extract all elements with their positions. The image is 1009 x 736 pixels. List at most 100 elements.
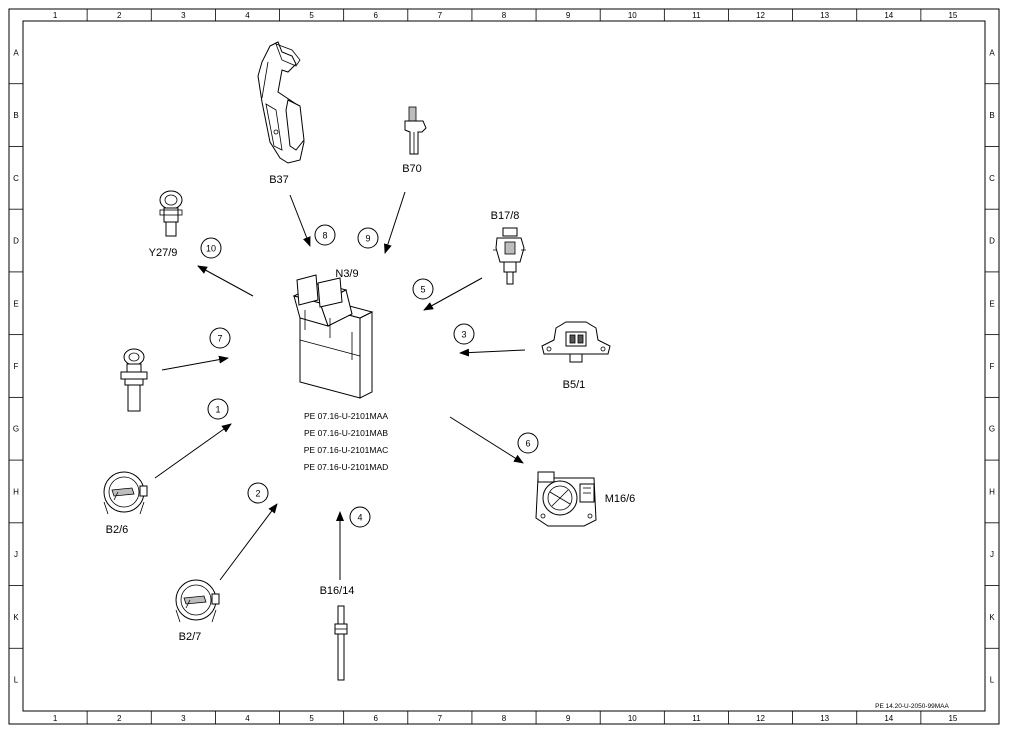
row-label-left: K xyxy=(13,613,19,622)
b5-1-label: B5/1 xyxy=(563,379,586,391)
component-b2-6: B2/6 xyxy=(103,471,148,536)
connection-arrows xyxy=(154,191,526,581)
component-m16-6: M16/6 xyxy=(535,471,636,527)
row-label-right: H xyxy=(989,487,995,496)
row-label-right: K xyxy=(989,613,995,622)
control-unit-n3-9: N3/9 PE 07.16-U-2101MAA PE 07.16-U-2101M… xyxy=(292,268,389,472)
arrow-b37 xyxy=(289,194,311,247)
row-label-right: D xyxy=(989,237,995,246)
column-label-top: 8 xyxy=(502,11,507,20)
row-label-left: F xyxy=(14,362,19,371)
row-label-left: H xyxy=(13,487,19,496)
column-label-top: 11 xyxy=(692,11,701,20)
drawing-reference: PE 14.20-U-2050-99MAA xyxy=(875,703,949,710)
drawing-frame: 1122334455667788991010111112121313141415… xyxy=(8,8,1000,725)
component-y27-9: Y27/9 xyxy=(149,190,183,259)
column-label-top: 13 xyxy=(820,11,829,20)
column-label-bottom: 7 xyxy=(438,714,443,723)
row-label-right: F xyxy=(990,362,995,371)
b16-14-label: B16/14 xyxy=(320,585,355,597)
document-ref-2: PE 07.16-U-2101MAB xyxy=(304,428,388,438)
column-label-top: 6 xyxy=(374,11,379,20)
row-label-left: J xyxy=(14,550,18,559)
m16-6-label: M16/6 xyxy=(605,493,636,505)
callout-5-number: 5 xyxy=(420,285,425,295)
column-label-bottom: 13 xyxy=(820,714,829,723)
component-b2-7: B2/7 xyxy=(175,579,220,643)
column-label-bottom: 6 xyxy=(374,714,379,723)
b17-8-label: B17/8 xyxy=(491,210,520,222)
callout-4: 4 xyxy=(349,506,371,528)
column-label-top: 5 xyxy=(309,11,314,20)
row-label-right: G xyxy=(989,425,995,434)
row-label-left: A xyxy=(13,48,19,57)
column-label-top: 14 xyxy=(884,11,893,20)
arrow-b2-7 xyxy=(219,503,278,581)
arrow-m16-6 xyxy=(449,416,524,464)
column-label-top: 15 xyxy=(948,11,957,20)
b70-label: B70 xyxy=(402,163,422,175)
arrow-b5-1 xyxy=(459,348,526,357)
row-ticks xyxy=(9,83,999,649)
column-label-bottom: 3 xyxy=(181,714,186,723)
callout-6-number: 6 xyxy=(525,439,530,449)
component-b16-14: B16/14 xyxy=(320,585,355,681)
column-label-top: 10 xyxy=(628,11,637,20)
row-label-left: C xyxy=(13,174,19,183)
column-label-top: 7 xyxy=(438,11,443,20)
component-b5-1: B5/1 xyxy=(541,321,611,391)
column-label-top: 12 xyxy=(756,11,765,20)
column-label-bottom: 5 xyxy=(309,714,314,723)
column-label-bottom: 2 xyxy=(117,714,122,723)
column-ticks xyxy=(86,9,922,724)
row-label-left: D xyxy=(13,237,19,246)
callout-2-number: 2 xyxy=(255,489,260,499)
component-7-sensor xyxy=(120,348,148,412)
callout-9-number: 9 xyxy=(365,234,370,244)
row-label-left: E xyxy=(13,299,18,308)
b2-7-label: B2/7 xyxy=(179,631,202,643)
callout-8: 8 xyxy=(314,224,336,246)
component-b70: B70 xyxy=(402,106,427,175)
callout-10: 10 xyxy=(200,237,222,259)
component-b37: B37 xyxy=(257,41,305,186)
row-label-left: B xyxy=(13,111,18,120)
row-label-right: C xyxy=(989,174,995,183)
column-label-top: 9 xyxy=(566,11,571,20)
column-label-top: 1 xyxy=(53,11,58,20)
arrow-b2-6 xyxy=(154,423,232,479)
y27-9-label: Y27/9 xyxy=(149,247,178,259)
callout-4-number: 4 xyxy=(357,513,362,523)
column-label-bottom: 12 xyxy=(756,714,765,723)
callout-3-number: 3 xyxy=(461,330,466,340)
column-label-bottom: 11 xyxy=(692,714,701,723)
arrow-b70 xyxy=(384,191,406,254)
row-label-left: G xyxy=(13,425,19,434)
row-label-left: L xyxy=(14,676,19,685)
b2-6-label: B2/6 xyxy=(106,524,129,536)
document-ref-3: PE 07.16-U-2101MAC xyxy=(304,445,389,455)
column-label-top: 4 xyxy=(245,11,250,20)
column-label-top: 3 xyxy=(181,11,186,20)
callout-2: 2 xyxy=(247,482,269,504)
row-label-right: E xyxy=(989,299,994,308)
column-labels: 1122334455667788991010111112121313141415… xyxy=(53,11,958,723)
callout-1-number: 1 xyxy=(215,405,220,415)
document-ref-1: PE 07.16-U-2101MAA xyxy=(304,411,388,421)
arrow-b17-8 xyxy=(423,277,483,311)
document-ref-4: PE 07.16-U-2101MAD xyxy=(304,462,389,472)
callout-6: 6 xyxy=(517,432,539,454)
b37-label: B37 xyxy=(269,174,289,186)
callout-3: 3 xyxy=(453,323,475,345)
callout-8-number: 8 xyxy=(322,231,327,241)
row-label-right: J xyxy=(990,550,994,559)
row-labels: A A B B C C D D E E F F G G H H J J K K L L xyxy=(13,48,995,684)
callout-7: 7 xyxy=(209,327,231,349)
callout-5: 5 xyxy=(412,278,434,300)
row-label-right: A xyxy=(989,48,995,57)
column-label-top: 2 xyxy=(117,11,122,20)
component-b17-8: B17/8 xyxy=(491,210,526,285)
row-label-right: B xyxy=(989,111,994,120)
row-label-right: L xyxy=(990,676,995,685)
